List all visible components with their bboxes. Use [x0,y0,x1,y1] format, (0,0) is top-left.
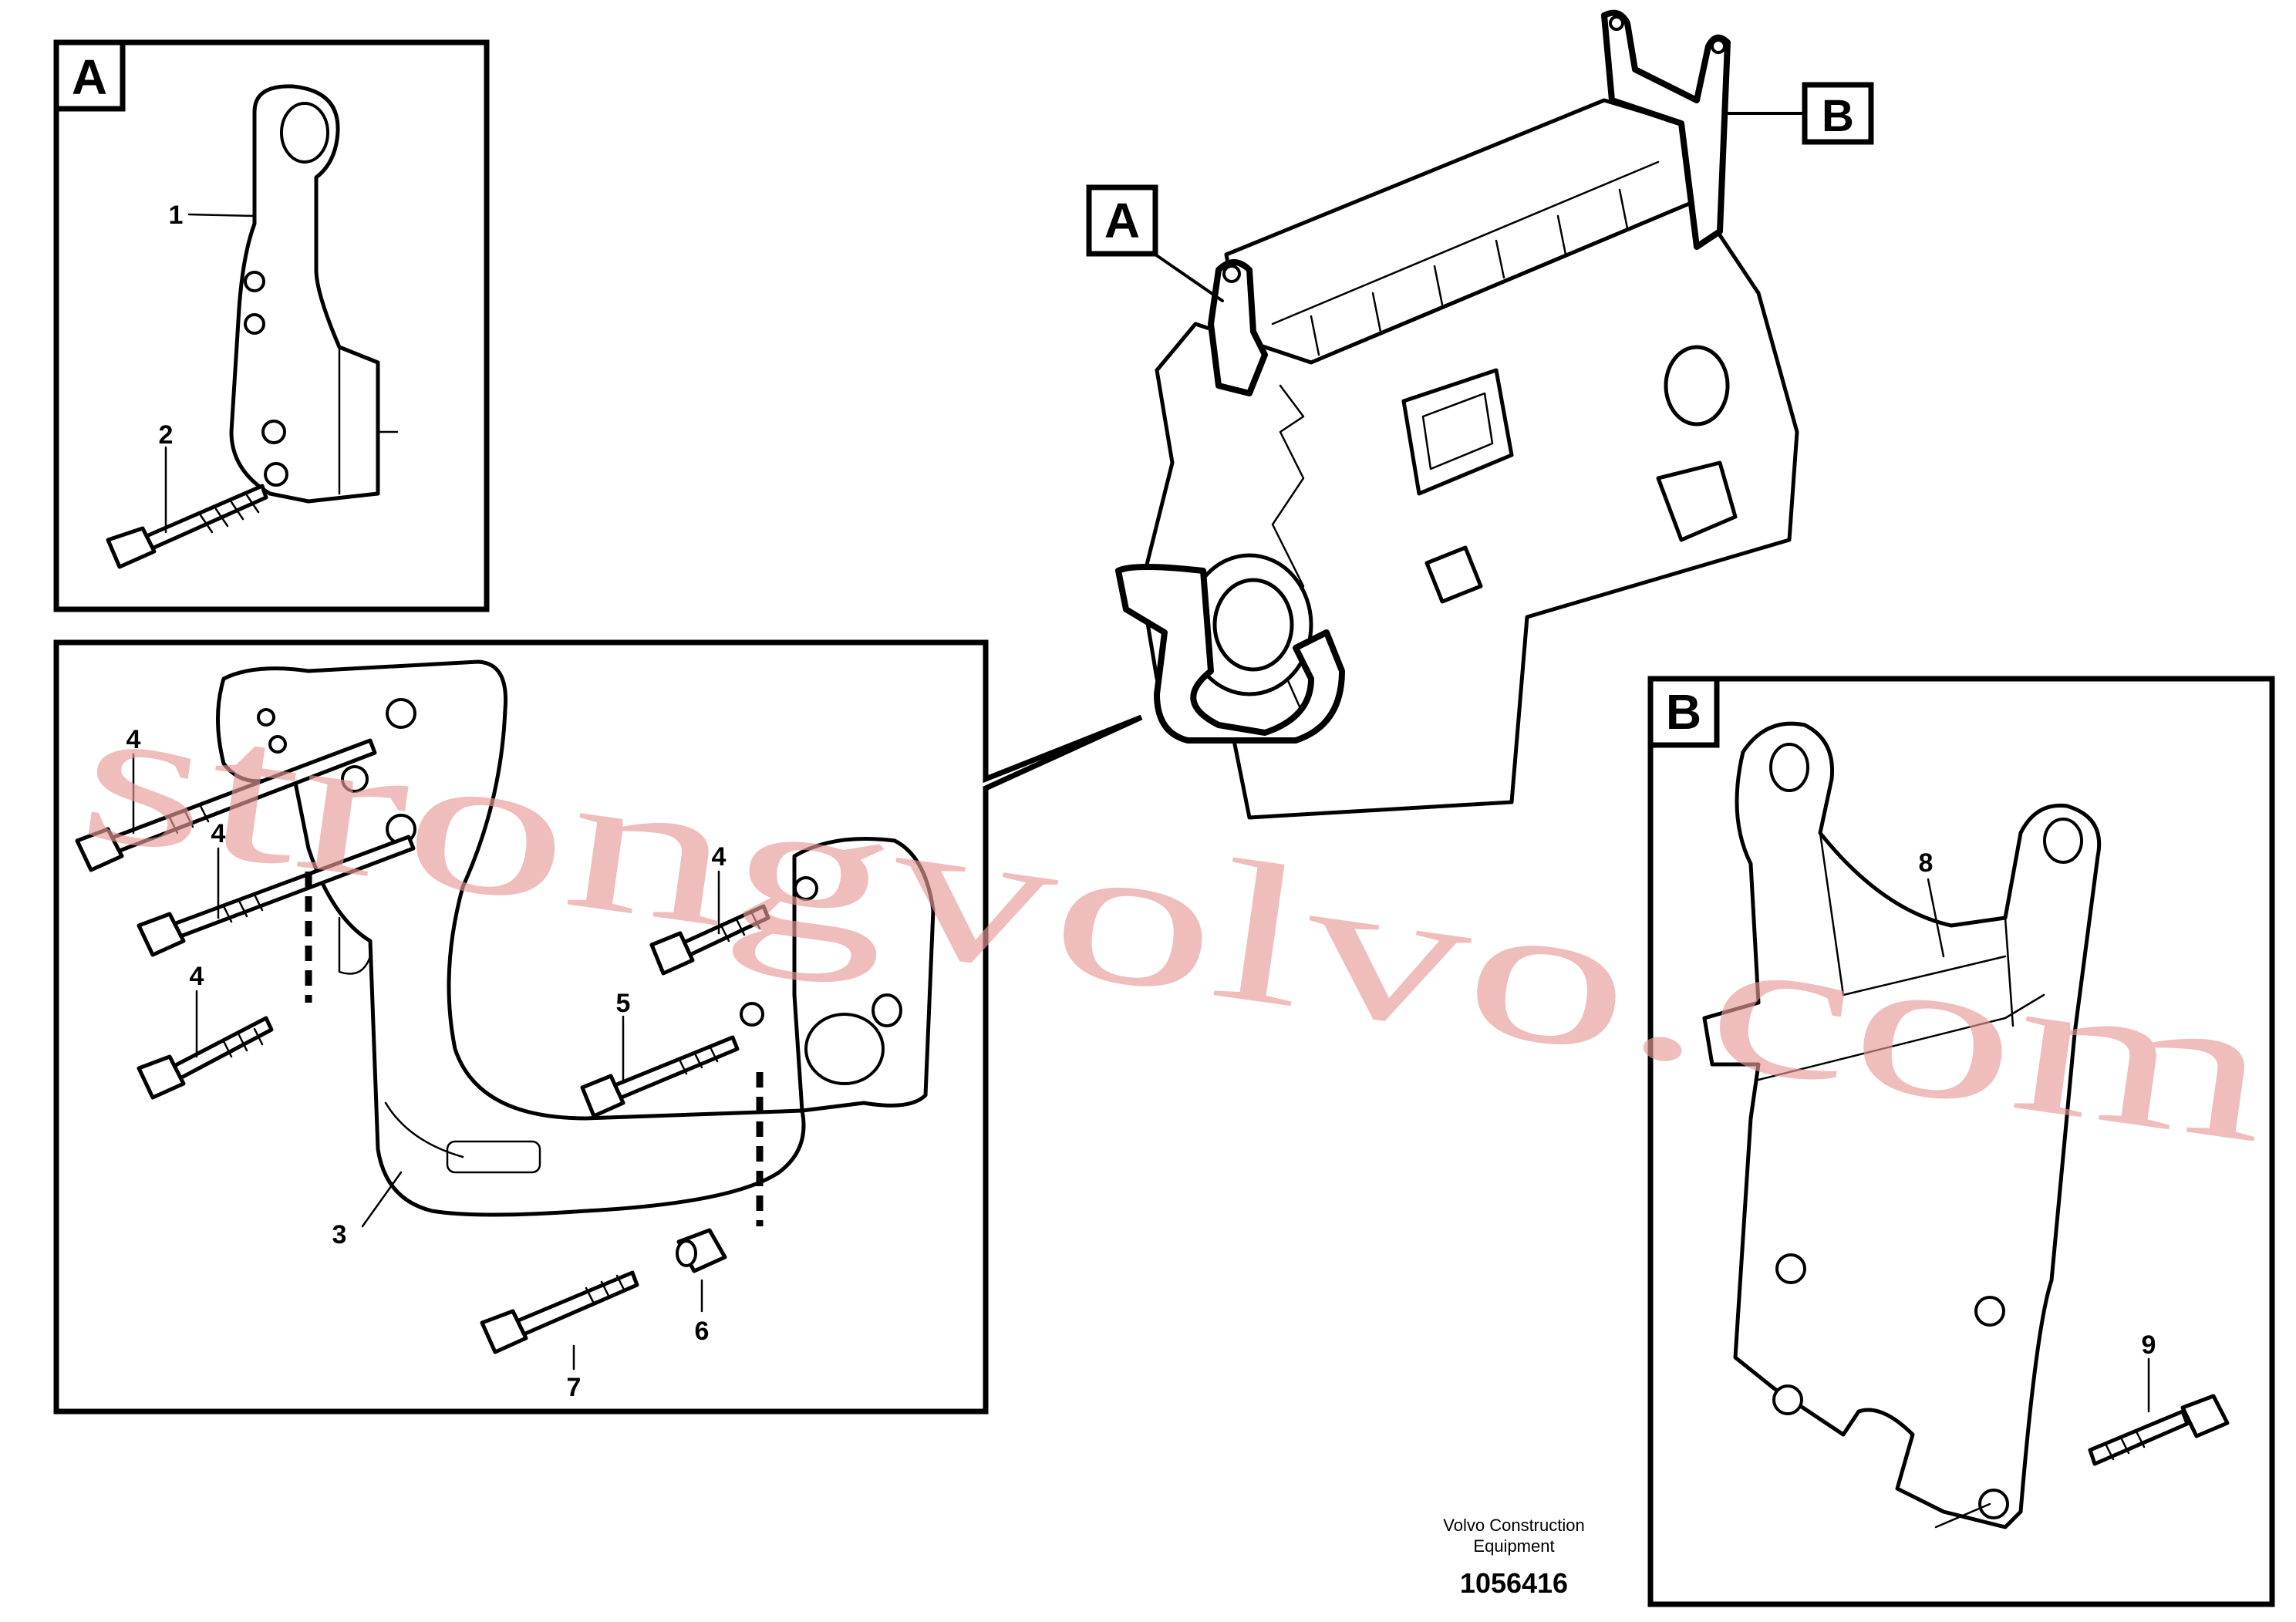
bolt-4-mid [137,835,416,957]
callout-9: 9 [2142,1330,2156,1360]
bolt-4-low [137,1016,274,1100]
lifting-bracket-b [1702,721,2102,1529]
callout-5: 5 [616,989,631,1018]
engine-overview: B A [1086,9,1874,820]
callout-3: 3 [332,1220,347,1249]
detail-a-panel: A 1 2 [53,39,490,612]
spacer-6 [676,1228,727,1273]
callout-6: 6 [695,1317,710,1346]
detail-b-letter: B [1666,684,1701,740]
engine-tag-b: B [1822,91,1854,141]
bolt-5 [580,1035,740,1118]
drawing-number: 1056416 [1460,1567,1568,1599]
callout-4b: 4 [211,819,226,848]
company-line-2: Equipment [1473,1536,1554,1556]
bolt-4-top [75,738,377,872]
bolt-4-right [649,904,770,976]
callout-7: 7 [567,1373,582,1402]
front-engine-bracket [216,659,936,1217]
company-line-1: Volvo Construction [1443,1516,1584,1535]
lifting-eye-bracket-a [229,84,399,504]
bolt-9 [2088,1394,2230,1466]
bolt-2 [106,484,268,569]
detail-front-bracket-panel: 4 4 4 4 5 3 6 7 [53,639,1143,1415]
callout-4c: 4 [190,962,204,991]
detail-b-panel: B 8 9 [1647,676,2275,1607]
callout-4a: 4 [126,725,141,754]
title-block: Volvo Construction Equipment 1056416 [1443,1516,1584,1599]
detail-a-letter: A [72,49,107,105]
callout-1: 1 [169,201,184,230]
callout-4d: 4 [712,842,727,872]
engine-tag-a: A [1104,193,1140,248]
callout-8: 8 [1919,848,1934,878]
callout-2: 2 [159,420,174,450]
bolt-7 [480,1270,639,1354]
